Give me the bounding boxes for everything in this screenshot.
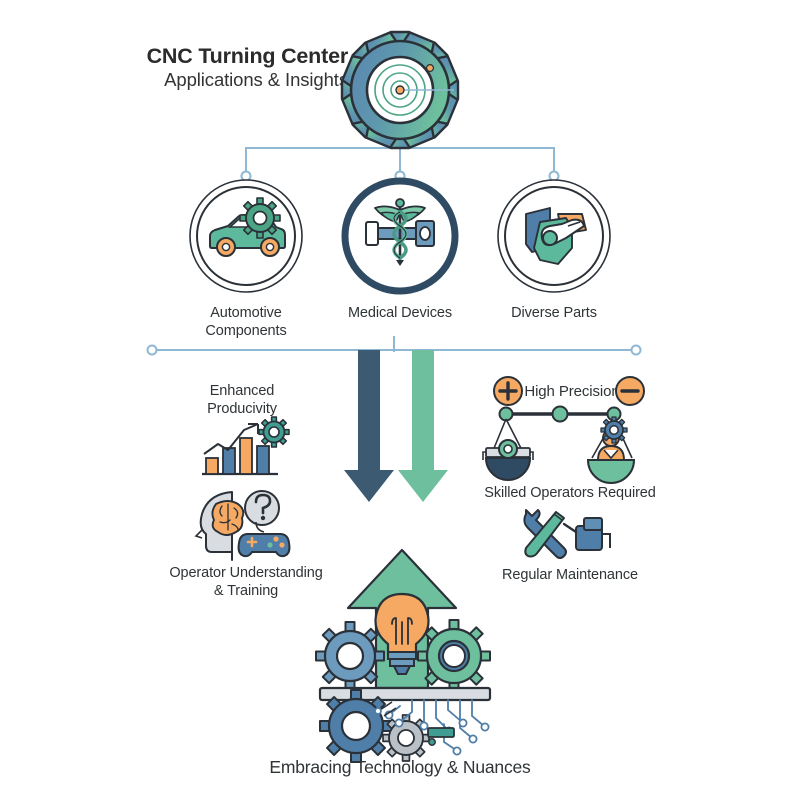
wrench-screwdriver-oilcan-icon [523,509,611,559]
category-circle-diverse-parts[interactable] [496,178,612,294]
car-gear-icon [209,197,286,257]
category-label-line1: Diverse Parts [511,305,597,321]
category-label-diverse-parts: Diverse Parts [484,305,624,323]
minus-badge-icon [615,376,645,406]
balance-scale-icon [482,405,636,484]
consideration-label-skilled-operators: Skilled Operators Required [484,485,656,501]
wrench-puzzle-icon [525,207,587,265]
consideration-label-precision: High Precision [524,383,620,400]
benefit-label-line2: & Training [213,583,279,600]
benefit-label-line1: Enhanced [209,383,275,399]
caduceus-icon [365,198,435,266]
gear-target-icon [340,30,460,150]
benefit-label-line1: Operator Understanding [169,565,323,581]
down-arrow-navy [344,350,394,502]
lightbulb-gears-circuit-icon [315,548,492,763]
down-arrow-green [398,350,448,502]
category-circle-automotive[interactable] [188,178,304,294]
title-main: CNC Turning Center [146,44,349,68]
category-label-line1: Automotive [210,305,282,321]
title-subtitle: Applications & Insights [164,69,348,91]
category-circle-medical[interactable] [341,177,459,295]
plus-badge-icon [493,376,523,406]
brain-question-gamepad-icon [194,490,291,561]
page-title: CNC Turning Center Applications & Insigh… [128,44,349,91]
footer-caption: Embracing Technology & Nuances [269,757,531,777]
category-label-medical: Medical Devices [330,305,470,323]
consideration-label-maintenance: Regular Maintenance [502,567,638,583]
benefit-label-line2: Producivity [207,401,277,418]
category-label-line2: Components [205,322,287,339]
flow-down-arrows [344,350,448,502]
category-label-line1: Medical Devices [347,305,453,321]
bar-chart-growth-gear-icon [202,416,290,476]
benefit-label-productivity: Enhanced Producivity [172,382,312,418]
benefit-label-operator-understanding: Operator Understanding & Training [156,564,336,600]
category-label-automotive: Automotive Components [176,305,316,340]
